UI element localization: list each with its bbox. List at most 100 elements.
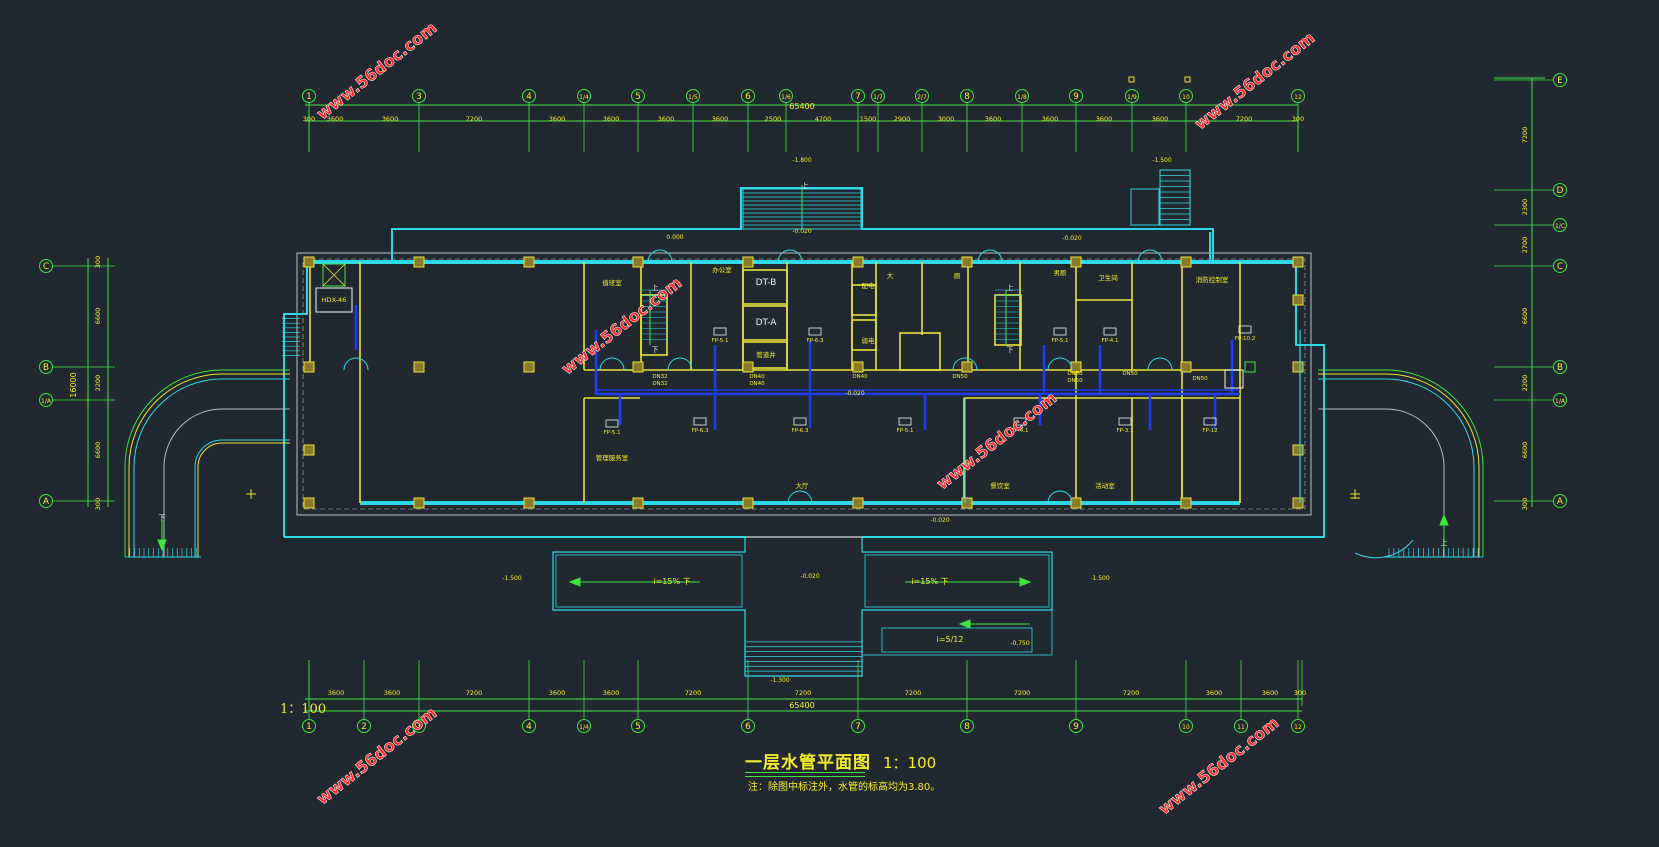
bottom-axis-3: 3	[412, 719, 426, 733]
top-axis-7: 7	[851, 89, 865, 103]
fan-coil-label: FP-5.1	[896, 428, 913, 434]
column	[523, 256, 535, 268]
title-underline	[745, 772, 865, 773]
right-axis-1/C: 1/C	[1553, 218, 1567, 232]
bottom-axis-9: 9	[1069, 719, 1083, 733]
column	[1292, 294, 1304, 306]
fan-coil-label: FP-5.1	[1051, 338, 1068, 344]
right-dimension-chain	[1494, 77, 1545, 507]
dimension-label: 2200	[1521, 375, 1529, 392]
pipe-label: DN40	[749, 381, 765, 387]
top-axis-8: 8	[960, 89, 974, 103]
column-grid-lines	[308, 108, 1303, 706]
elevation-label: -0.020	[1062, 235, 1082, 242]
column	[1292, 256, 1304, 268]
column	[523, 361, 535, 373]
drawing-scale: 1：100	[883, 754, 937, 772]
left-axis-bubbles: CB1/AA	[39, 259, 115, 508]
fan-coil: FP-3.1	[1116, 417, 1134, 434]
fan-coil: FP-5.1	[1051, 327, 1069, 344]
door	[1047, 357, 1061, 371]
column	[632, 497, 644, 509]
dimension-label: 6600	[1521, 442, 1529, 459]
bottom-axis-12: 12	[1291, 719, 1305, 733]
door	[1047, 490, 1061, 504]
column	[961, 497, 973, 509]
axis-label: 2	[361, 722, 367, 732]
top-axis-9: 9	[1069, 89, 1083, 103]
door	[1137, 249, 1151, 263]
room-label: 值班室	[602, 278, 622, 287]
axis-label: 1/7	[873, 94, 883, 101]
column	[303, 256, 315, 268]
column	[303, 497, 315, 509]
dimension-label: 7200	[905, 689, 922, 697]
dimension-label: 3600	[549, 115, 566, 123]
axis-label: 8	[964, 92, 970, 102]
axis-label: C	[1557, 262, 1563, 272]
column	[961, 256, 973, 268]
room-label: 卫生间	[1098, 273, 1118, 282]
dimension-label: 3600	[382, 115, 399, 123]
pipe-label: DN32	[652, 381, 667, 387]
top-markers	[1128, 76, 1191, 83]
bottom-axis-6: 6	[741, 719, 755, 733]
dimension-label: 3600	[1042, 115, 1059, 123]
water-pipes	[354, 305, 1240, 430]
top-axis-3: 3	[412, 89, 426, 103]
top-axis-2/7: 2/7	[915, 89, 929, 103]
column	[303, 361, 315, 373]
dimension-label: 2900	[894, 115, 911, 123]
pipe-label: DN32	[652, 374, 667, 380]
left-curved-ramp	[124, 318, 300, 558]
room-label: 大	[887, 271, 894, 280]
dimension-label: 3600	[712, 115, 729, 123]
elevation-labels: -1.800-0.0200.000-1.500-0.020-1.500-0.02…	[502, 157, 1172, 684]
elevation-label: -0.020	[800, 573, 820, 580]
dimension-label: 3600	[603, 689, 620, 697]
bottom-axis-1: 1	[302, 719, 316, 733]
axis-label: A	[1557, 497, 1564, 507]
axis-label: 10	[1182, 94, 1190, 101]
room-label: 配电	[862, 281, 876, 290]
dimension-label: 3000	[938, 115, 955, 123]
elevation-label: 0.000	[666, 234, 683, 241]
top-axis-1/9: 1/9	[1125, 89, 1139, 103]
column	[1292, 444, 1304, 456]
watermark-text: www.56doc.com	[933, 388, 1060, 493]
axis-label: 1/5	[688, 94, 698, 101]
right-axis-1/A: 1/A	[1553, 393, 1567, 407]
axis-label: 10	[1182, 724, 1190, 731]
fan-coil: FP-6.3	[806, 327, 824, 344]
dimension-label: 300	[1294, 689, 1306, 697]
fan-coil: FP-5.1	[603, 419, 621, 436]
top-axis-1/8: 1/8	[1015, 89, 1029, 103]
door	[611, 357, 625, 371]
structural-columns	[303, 256, 1304, 509]
dimension-label: 2200	[94, 375, 102, 392]
top-right-stair	[1130, 169, 1191, 226]
dimension-label: 2300	[1521, 199, 1529, 216]
column	[742, 497, 754, 509]
bottom-axis-4: 4	[522, 719, 536, 733]
axis-label: B	[1557, 363, 1563, 373]
dimension-label: 6600	[94, 442, 102, 459]
axis-label: 5	[635, 722, 641, 732]
dimension-label: 7200	[685, 689, 702, 697]
bottom-axis-11: 11	[1234, 719, 1248, 733]
top-axis-1/7: 1/7	[871, 89, 885, 103]
fan-coil: FP-6.3	[791, 417, 809, 434]
top-axis-1: 1	[302, 89, 316, 103]
top-axis-1/5: 1/5	[686, 89, 700, 103]
dimension-label: 3600	[328, 689, 345, 697]
dimension-label: 3600	[549, 689, 566, 697]
direction-arrows	[157, 185, 1449, 629]
dimension-label: 3600	[327, 115, 344, 123]
